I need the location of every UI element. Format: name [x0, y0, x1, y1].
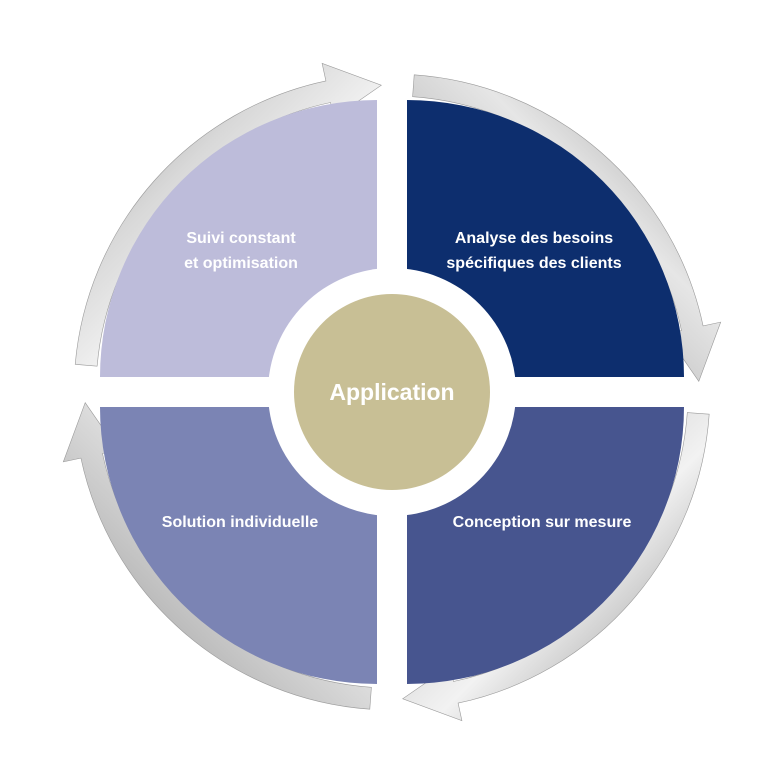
quadrant-top-left-label-line1: Suivi constant — [186, 230, 296, 247]
quadrant-top-right-label-line2: spécifiques des clients — [446, 255, 621, 272]
quadrant-bottom-left-label: Solution individuelle — [162, 514, 319, 531]
quadrant-top-left-label-line2: et optimisation — [184, 255, 298, 272]
center-hub — [294, 294, 490, 490]
cycle-arrows — [62, 62, 722, 722]
center-label: Application — [329, 379, 454, 405]
quadrant-top-right-label-line1: Analyse des besoins — [455, 230, 613, 247]
quadrant-bottom-right-label: Conception sur mesure — [453, 514, 632, 531]
